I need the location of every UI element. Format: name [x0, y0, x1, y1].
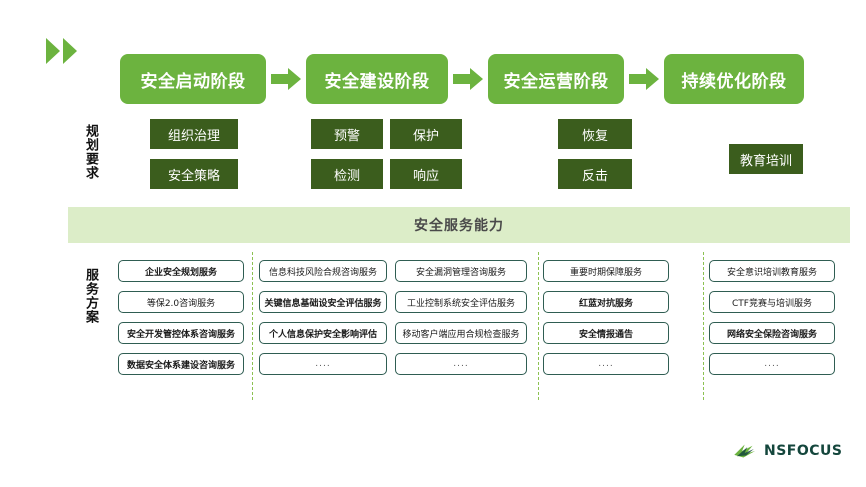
- service-column: 信息科技风险合规咨询服务关键信息基础设安全评估服务个人信息保护安全影响评估...…: [259, 260, 387, 375]
- service-column: 重要时期保障服务红蓝对抗服务安全情报通告....: [543, 260, 669, 375]
- service-item-label: 网络安全保险咨询服务: [726, 329, 817, 340]
- service-item[interactable]: 安全意识培训教育服务: [709, 260, 835, 282]
- service-item[interactable]: 移动客户端应用合规检查服务: [395, 322, 527, 344]
- phase-flow-row: 安全启动阶段 安全建设阶段 安全运营阶段 持续优化阶段: [120, 52, 850, 106]
- capability-label: 教育培训: [739, 153, 792, 169]
- service-item-placeholder[interactable]: ....: [395, 353, 527, 375]
- service-item-placeholder[interactable]: ....: [543, 353, 669, 375]
- service-item[interactable]: 个人信息保护安全影响评估: [259, 322, 387, 344]
- capability-label: 反击: [581, 168, 608, 184]
- service-item-label: 企业安全规划服务: [144, 267, 217, 278]
- capability-label: 预警: [333, 128, 360, 144]
- nsfocus-mark-icon: [734, 444, 756, 458]
- row-label-planning: 规划要求: [83, 124, 98, 180]
- capability-label: 响应: [412, 168, 439, 184]
- capability-label: 检测: [333, 168, 360, 184]
- service-item-placeholder[interactable]: ....: [259, 353, 387, 375]
- column-divider: [703, 252, 704, 400]
- row-label-service: 服务方案: [83, 268, 98, 324]
- service-item-label: 红蓝对抗服务: [578, 298, 633, 309]
- service-item[interactable]: 安全开发管控体系咨询服务: [118, 322, 244, 344]
- service-plan-grid: 企业安全规划服务等保2.0咨询服务安全开发管控体系咨询服务数据安全体系建设咨询服…: [118, 260, 850, 390]
- service-item[interactable]: 信息科技风险合规咨询服务: [259, 260, 387, 282]
- capability-box[interactable]: 安全策略: [150, 159, 238, 189]
- nsfocus-logo: NSFOCUS: [733, 443, 843, 459]
- column-divider: [252, 252, 253, 400]
- service-item-label: 关键信息基础设安全评估服务: [264, 298, 382, 309]
- service-item-placeholder[interactable]: ....: [709, 353, 835, 375]
- column-divider: [538, 252, 539, 400]
- capability-label: 恢复: [581, 128, 608, 144]
- capability-box[interactable]: 恢复: [558, 119, 632, 149]
- service-item[interactable]: 红蓝对抗服务: [543, 291, 669, 313]
- capability-box[interactable]: 预警: [311, 119, 383, 149]
- service-item-label: ....: [598, 359, 614, 369]
- service-item-label: 数据安全体系建设咨询服务: [126, 360, 235, 371]
- service-item[interactable]: CTF竞赛与培训服务: [709, 291, 835, 313]
- chevron-right-icon: [46, 38, 60, 64]
- capability-label: 安全策略: [167, 168, 220, 184]
- service-item-label: ....: [315, 359, 331, 369]
- phase-label: 持续优化阶段: [681, 71, 787, 92]
- service-item-label: ....: [764, 359, 780, 369]
- service-column: 企业安全规划服务等保2.0咨询服务安全开发管控体系咨询服务数据安全体系建设咨询服…: [118, 260, 244, 375]
- phase-box-4[interactable]: 持续优化阶段: [664, 54, 804, 104]
- phase-label: 安全启动阶段: [140, 71, 246, 92]
- arrow-right-icon: [448, 52, 488, 106]
- capability-band: 安全服务能力: [68, 207, 850, 243]
- phase-box-1[interactable]: 安全启动阶段: [120, 54, 266, 104]
- capability-label: 组织治理: [167, 128, 220, 144]
- service-item[interactable]: 等保2.0咨询服务: [118, 291, 244, 313]
- service-item-label: 重要时期保障服务: [569, 267, 642, 278]
- chevron-right-icon: [63, 38, 77, 64]
- capability-box[interactable]: 响应: [390, 159, 462, 189]
- service-column: 安全意识培训教育服务 CTF竞赛与培训服务网络安全保险咨询服务....: [709, 260, 835, 375]
- service-item-label: 安全情报通告: [578, 329, 633, 340]
- phase-label: 安全运营阶段: [503, 71, 609, 92]
- capability-box[interactable]: 教育培训: [729, 144, 803, 174]
- phase-label: 安全建设阶段: [324, 71, 430, 92]
- service-item[interactable]: 关键信息基础设安全评估服务: [259, 291, 387, 313]
- service-item-label: 移动客户端应用合规检查服务: [402, 329, 520, 340]
- phase-box-2[interactable]: 安全建设阶段: [306, 54, 448, 104]
- capability-box[interactable]: 检测: [311, 159, 383, 189]
- capability-box[interactable]: 保护: [390, 119, 462, 149]
- capability-band-title: 安全服务能力: [414, 218, 504, 234]
- service-item-label: 信息科技风险合规咨询服务: [268, 267, 377, 278]
- service-item[interactable]: 安全情报通告: [543, 322, 669, 344]
- service-item-label: CTF竞赛与培训服务: [732, 298, 812, 309]
- arrow-right-icon: [624, 52, 664, 106]
- capability-label: 保护: [412, 128, 439, 144]
- nsfocus-logo-text: NSFOCUS: [764, 443, 843, 459]
- service-item-label: ....: [453, 359, 469, 369]
- service-item[interactable]: 安全漏洞管理咨询服务: [395, 260, 527, 282]
- phase-box-3[interactable]: 安全运营阶段: [488, 54, 624, 104]
- service-item[interactable]: 网络安全保险咨询服务: [709, 322, 835, 344]
- arrow-right-icon: [266, 52, 306, 106]
- double-chevron-right-icon: [46, 38, 77, 64]
- capability-box[interactable]: 组织治理: [150, 119, 238, 149]
- service-item[interactable]: 数据安全体系建设咨询服务: [118, 353, 244, 375]
- service-item-label: 安全意识培训教育服务: [726, 267, 817, 278]
- service-item-label: 工业控制系统安全评估服务: [406, 298, 515, 309]
- service-item[interactable]: 重要时期保障服务: [543, 260, 669, 282]
- service-item-label: 个人信息保护安全影响评估: [268, 329, 377, 340]
- service-item[interactable]: 企业安全规划服务: [118, 260, 244, 282]
- service-item[interactable]: 工业控制系统安全评估服务: [395, 291, 527, 313]
- capability-box[interactable]: 反击: [558, 159, 632, 189]
- service-item-label: 安全开发管控体系咨询服务: [126, 329, 235, 340]
- service-column: 安全漏洞管理咨询服务工业控制系统安全评估服务移动客户端应用合规检查服务....: [395, 260, 527, 375]
- service-item-label: 等保2.0咨询服务: [146, 298, 216, 309]
- service-item-label: 安全漏洞管理咨询服务: [415, 267, 506, 278]
